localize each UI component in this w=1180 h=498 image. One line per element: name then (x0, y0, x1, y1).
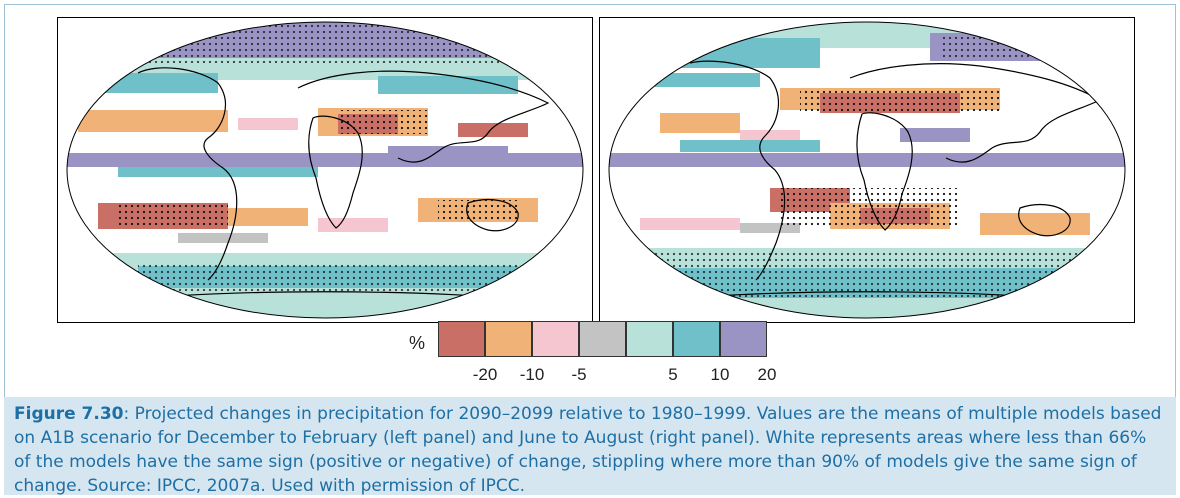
map-panel-left (57, 17, 593, 323)
legend-swatch (720, 321, 767, 357)
legend-swatch (579, 321, 626, 357)
legend-swatch (673, 321, 720, 357)
map-right-field (609, 22, 1125, 318)
caption-label: Figure 7.30 (14, 404, 124, 424)
legend-tick-label: -5 (571, 365, 587, 384)
legend-tick-label: -10 (519, 365, 545, 384)
figure-area: % -20 -10 -5 5 10 20 (4, 4, 1176, 398)
map-panel-right (599, 17, 1135, 323)
legend-tick-label: 20 (757, 365, 777, 384)
legend-swatch (438, 321, 485, 357)
legend-tick-label: 5 (668, 365, 678, 384)
legend-swatch (532, 321, 579, 357)
caption-text: : Projected changes in precipitation for… (14, 404, 1162, 496)
legend-swatch (485, 321, 532, 357)
legend-tick-label: -20 (472, 365, 498, 384)
map-right-svg (608, 21, 1126, 319)
legend-unit-label: % (409, 333, 426, 353)
legend-tick-label: 10 (710, 365, 730, 384)
map-left-svg (66, 21, 584, 319)
map-left-field (67, 22, 583, 318)
legend-swatch (626, 321, 673, 357)
figure-caption: Figure 7.30: Projected changes in precip… (4, 397, 1176, 496)
